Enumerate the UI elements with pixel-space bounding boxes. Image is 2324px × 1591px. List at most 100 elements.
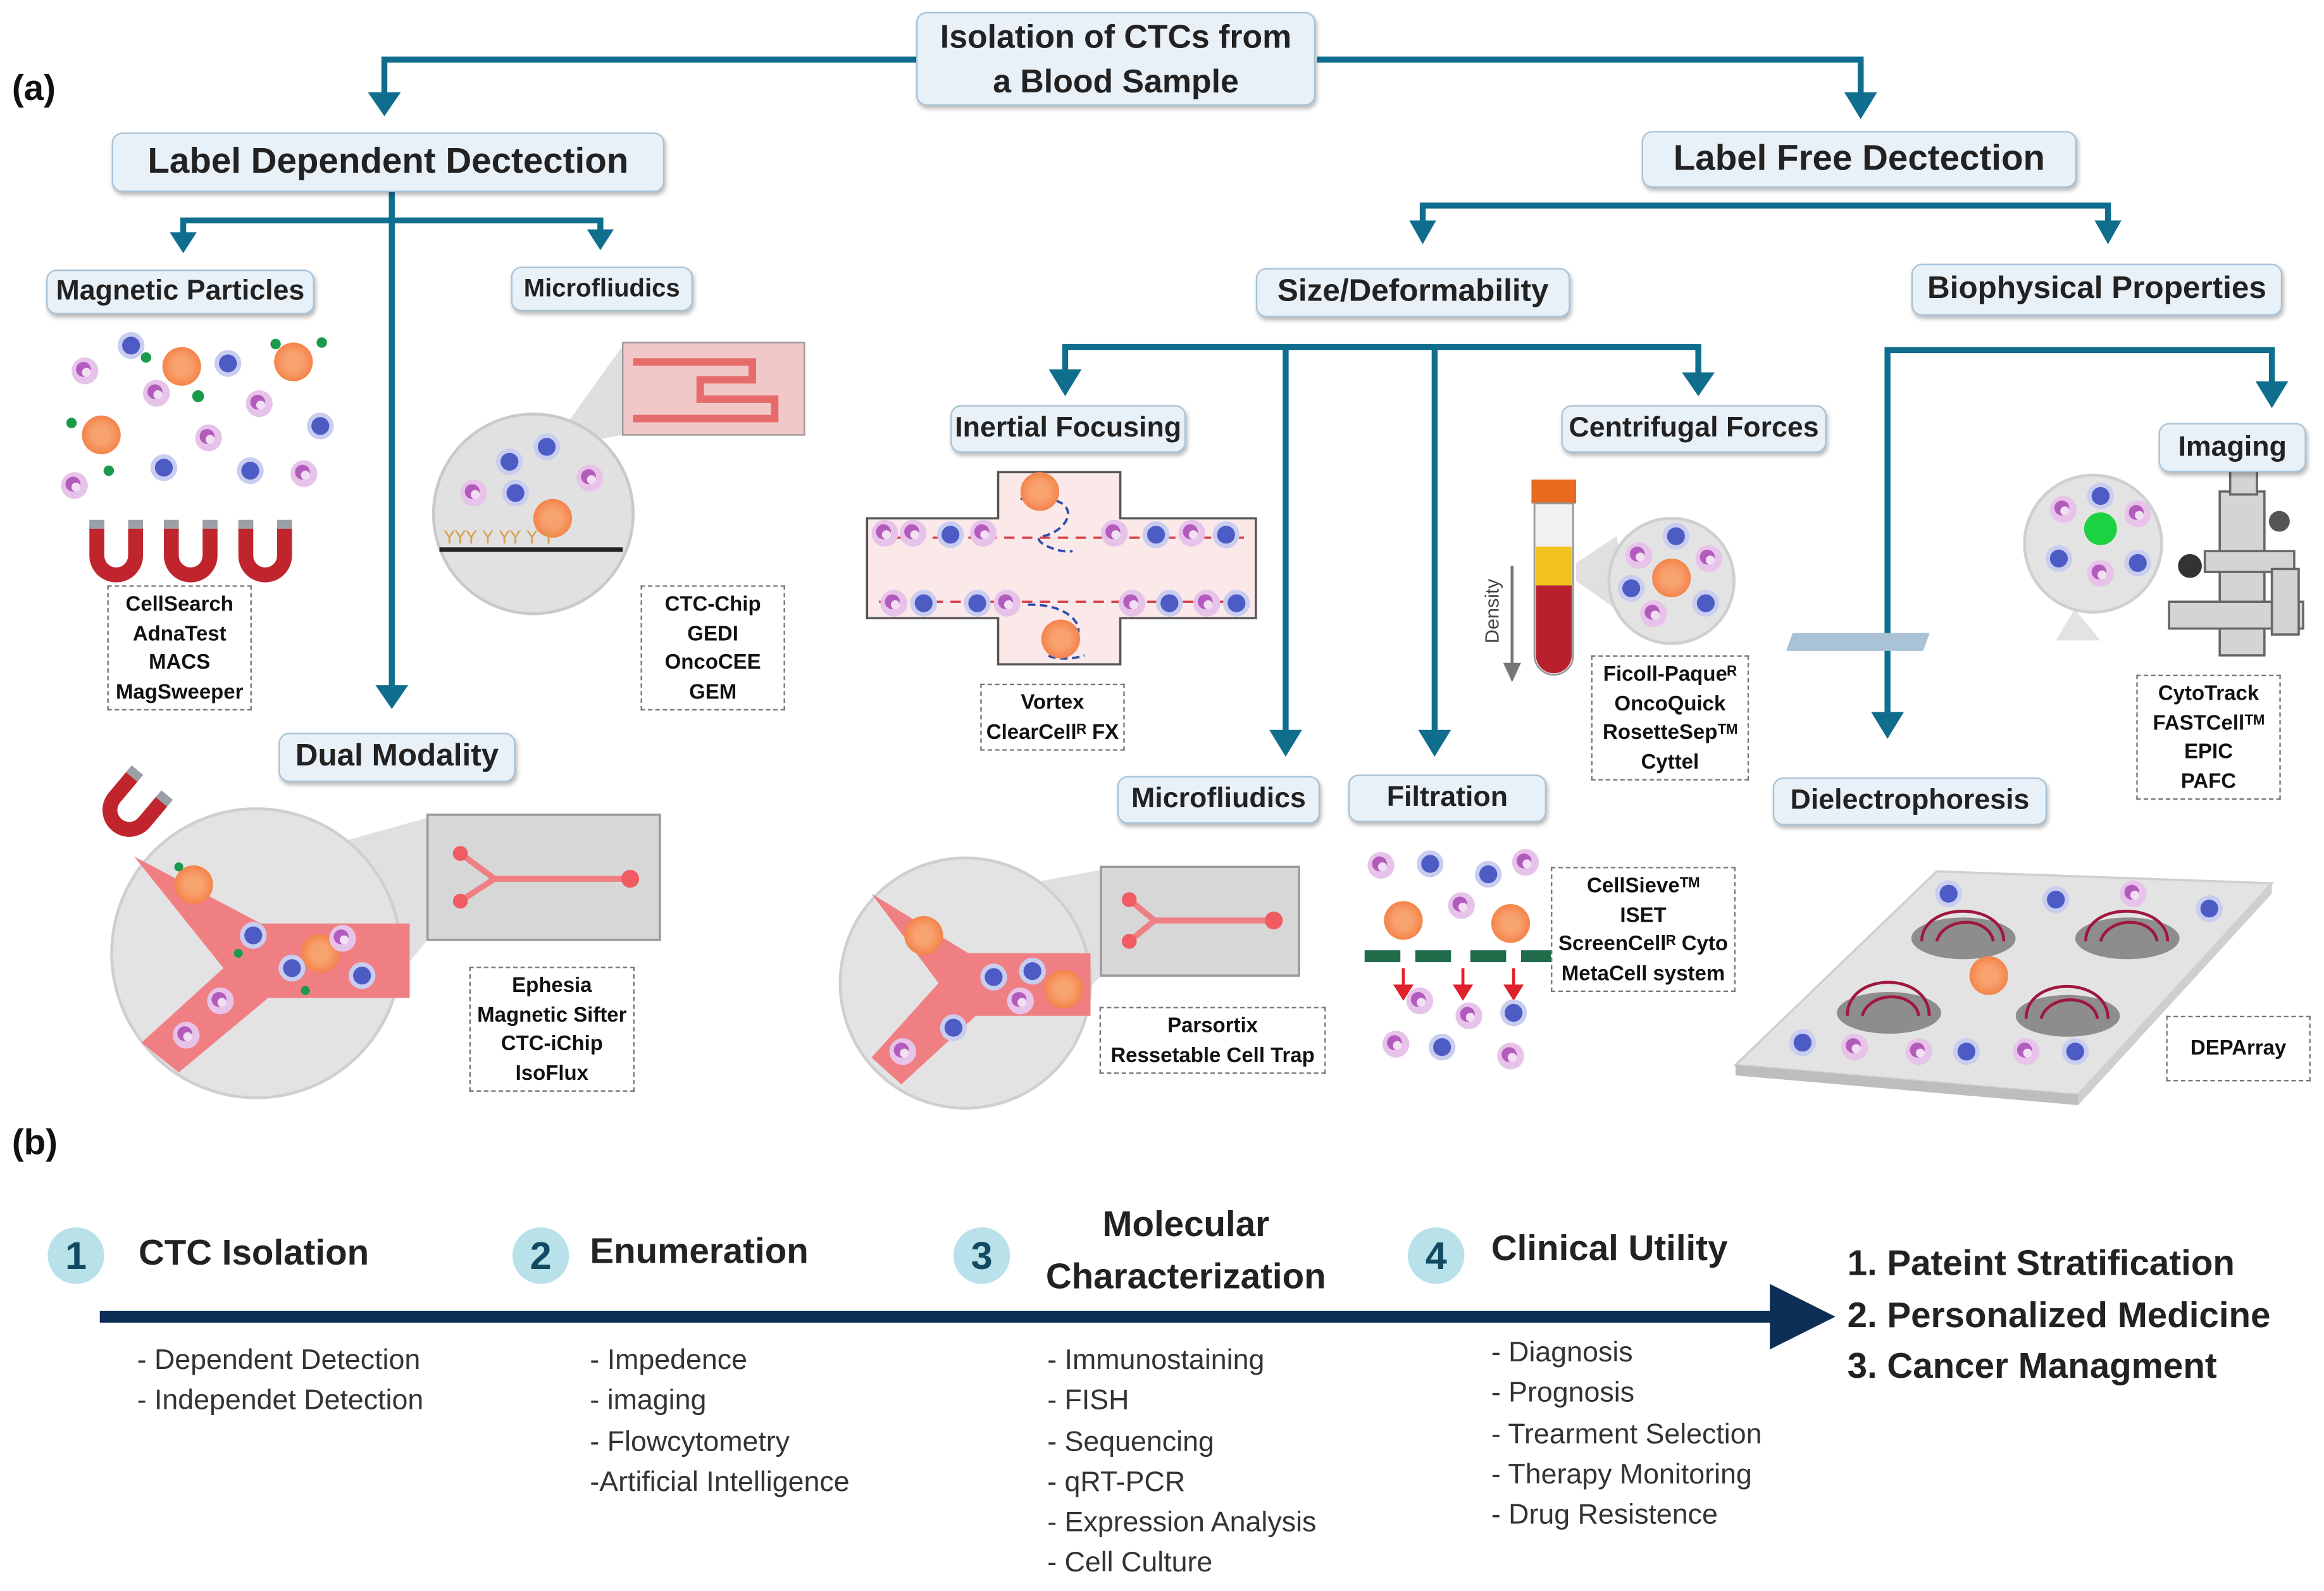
example-item: Ressetable Cell Trap bbox=[1110, 1042, 1315, 1066]
step-4-list: - Diagnosis - Prognosis - Trearment Sele… bbox=[1491, 1333, 1762, 1536]
list-item: - Sequencing bbox=[1047, 1426, 1214, 1458]
list-item: - Independet Detection bbox=[137, 1385, 424, 1417]
step-1-number: 1 bbox=[47, 1227, 104, 1284]
outcome-item: 2. Personalized Medicine bbox=[1847, 1295, 2271, 1335]
dielectrophoresis-illustration bbox=[1732, 870, 2275, 1106]
magnetic-particles-node: Magnetic Particles bbox=[46, 269, 314, 314]
example-item: MetaCell system bbox=[1561, 960, 1725, 984]
centrifugal-illustration: Density bbox=[1482, 480, 1736, 683]
example-item: RosetteSepᵀᴹ bbox=[1603, 719, 1737, 744]
example-item: DEPArray bbox=[2190, 1035, 2287, 1060]
ctc-chip-illustration: YYY Y YY Y Y bbox=[432, 342, 805, 616]
example-item: FASTCellᵀᴹ bbox=[2153, 710, 2265, 734]
example-item: CellSearch bbox=[125, 591, 233, 616]
root-node: Isolation of CTCs from a Blood Sample bbox=[916, 11, 1316, 106]
centrifugal-forces-node: Centrifugal Forces bbox=[1561, 405, 1827, 453]
list-item: - FISH bbox=[1047, 1385, 1129, 1417]
example-item: CTC-iChip bbox=[500, 1031, 603, 1055]
example-item: Magnetic Sifter bbox=[477, 1001, 627, 1026]
outcome-item: 3. Cancer Managment bbox=[1847, 1346, 2217, 1387]
filtration-illustration bbox=[1364, 849, 1557, 1070]
example-item: EPIC bbox=[2184, 739, 2234, 763]
example-item: GEDI bbox=[687, 620, 738, 645]
list-item: -Artificial Intelligence bbox=[590, 1466, 850, 1499]
list-item: - Flowcytometry bbox=[590, 1426, 790, 1458]
density-axis-label: Density bbox=[1482, 578, 1503, 643]
example-item: CellSieveᵀᴹ bbox=[1587, 872, 1700, 897]
step-1-list: - Dependent Detection - Independet Detec… bbox=[137, 1340, 424, 1422]
microfluidics-dependent-node: Microfliudics bbox=[511, 266, 693, 312]
list-item: - Prognosis bbox=[1491, 1378, 1635, 1410]
size-deformability-node: Size/Deformability bbox=[1255, 268, 1570, 318]
step-4-number: 4 bbox=[1408, 1227, 1465, 1284]
list-item: - Impedence bbox=[590, 1345, 748, 1377]
label-free-node: Label Free Dectection bbox=[1641, 131, 2077, 188]
example-item: CytoTrack bbox=[2158, 681, 2259, 705]
step-4-title: Clinical Utility bbox=[1491, 1229, 1728, 1270]
list-item: - Cell Culture bbox=[1047, 1548, 1213, 1580]
step-2-title: Enumeration bbox=[590, 1232, 809, 1272]
step-2-list: - Impedence - imaging - Flowcytometry -A… bbox=[590, 1340, 849, 1503]
list-item: - Immunostaining bbox=[1047, 1345, 1265, 1377]
list-item: - Expression Analysis bbox=[1047, 1507, 1317, 1539]
magnetic-particles-illustration bbox=[61, 332, 334, 583]
inertial-focusing-node: Inertial Focusing bbox=[950, 405, 1186, 453]
example-item: Ephesia bbox=[512, 972, 592, 997]
dual-modality-illustration bbox=[91, 765, 661, 1099]
list-item: - Therapy Monitoring bbox=[1491, 1459, 1752, 1491]
step-2-number: 2 bbox=[512, 1227, 569, 1284]
list-item: - Trearment Selection bbox=[1491, 1418, 1762, 1451]
biophysical-properties-node: Biophysical Properties bbox=[1911, 263, 2283, 316]
panel-label-a: (a) bbox=[11, 68, 56, 109]
imaging-examples: CytoTrack FASTCellᵀᴹ EPIC PAFC bbox=[2136, 674, 2281, 801]
centrifugal-forces-examples: Ficoll-Paqueᴿ OncoQuick RosetteSepᵀᴹ Cyt… bbox=[1591, 655, 1749, 781]
list-item: - Dependent Detection bbox=[137, 1345, 421, 1377]
root-node-line2: a Blood Sample bbox=[993, 61, 1239, 99]
example-item: PAFC bbox=[2180, 768, 2237, 793]
list-item: - Drug Resistence bbox=[1491, 1500, 1718, 1532]
microfluidics-free-node: Microfliudics bbox=[1117, 776, 1320, 824]
example-item: AdnaTest bbox=[132, 620, 227, 645]
example-item: ISET bbox=[1620, 901, 1667, 926]
connector-arrowheads bbox=[170, 92, 2289, 757]
root-node-line1: Isolation of CTCs from bbox=[940, 17, 1292, 54]
example-item: GEM bbox=[689, 679, 737, 703]
example-item: Cyttel bbox=[1641, 748, 1700, 773]
step-3-list: - Immunostaining - FISH - Sequencing - q… bbox=[1047, 1340, 1316, 1585]
inertial-focusing-illustration bbox=[866, 471, 1257, 665]
dual-modality-node: Dual Modality bbox=[278, 733, 516, 783]
filtration-node: Filtration bbox=[1348, 774, 1546, 822]
step-3-title-line1: Molecular bbox=[1102, 1204, 1270, 1246]
example-item: Parsortix bbox=[1167, 1013, 1258, 1037]
step-1-title: CTC Isolation bbox=[138, 1233, 370, 1274]
outcome-item: 1. Pateint Stratification bbox=[1847, 1244, 2235, 1284]
example-item: CTC-Chip bbox=[664, 591, 761, 616]
svg-text:YYY Y YY Y Y: YYY Y YY Y Y bbox=[444, 527, 555, 548]
example-item: OncoCEE bbox=[664, 650, 761, 674]
example-item: OncoQuick bbox=[1614, 690, 1726, 715]
outcomes-list: 1. Pateint Stratification 2. Personalize… bbox=[1848, 1239, 2271, 1394]
magnetic-particles-examples: CellSearch AdnaTest MACS MagSweeper bbox=[107, 585, 252, 711]
step-3-title: Molecular Characterization bbox=[1046, 1201, 1326, 1303]
imaging-node: Imaging bbox=[2158, 423, 2306, 473]
example-item: Ficoll-Paqueᴿ bbox=[1603, 661, 1737, 686]
list-item: - qRT-PCR bbox=[1047, 1466, 1186, 1499]
example-item: ClearCellᴿ FX bbox=[986, 719, 1119, 743]
step-3-title-line2: Characterization bbox=[1045, 1256, 1326, 1297]
step-3-number: 3 bbox=[953, 1227, 1010, 1284]
panel-label-b: (b) bbox=[11, 1123, 58, 1163]
imaging-illustration bbox=[1786, 461, 2304, 657]
example-item: Vortex bbox=[1021, 690, 1084, 714]
example-item: IsoFlux bbox=[515, 1060, 589, 1084]
microfluidics-free-examples: Parsortix Ressetable Cell Trap bbox=[1099, 1006, 1326, 1075]
inertial-focusing-examples: Vortex ClearCellᴿ FX bbox=[980, 683, 1125, 752]
dielectrophoresis-node: Dielectrophoresis bbox=[1772, 777, 2047, 826]
dual-modality-examples: Ephesia Magnetic Sifter CTC-iChip IsoFlu… bbox=[469, 967, 635, 1093]
filtration-examples: CellSieveᵀᴹ ISET ScreenCellᴿ Cyto MetaCe… bbox=[1551, 867, 1736, 993]
list-item: - imaging bbox=[590, 1385, 707, 1417]
microfluidics-dependent-examples: CTC-Chip GEDI OncoCEE GEM bbox=[640, 585, 785, 711]
label-dependent-node: Label Dependent Dectection bbox=[111, 132, 665, 192]
list-item: - Diagnosis bbox=[1491, 1337, 1633, 1369]
